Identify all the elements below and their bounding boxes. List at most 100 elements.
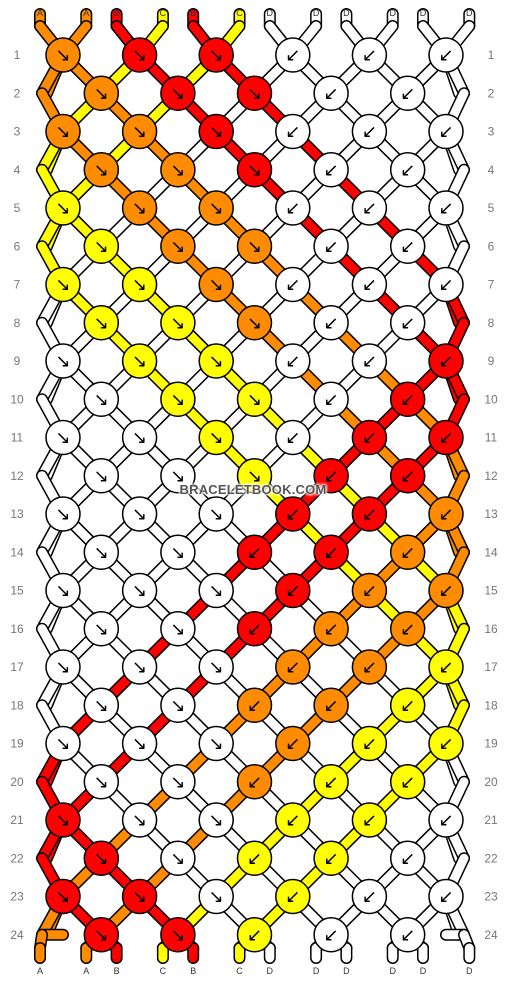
knot: ↙ [236,917,273,953]
arrow-down-left-icon: ↙ [438,657,453,678]
arrow-down-left-icon: ↙ [324,925,339,946]
knot: ↘ [236,305,273,341]
arrow-down-right-icon: ↘ [209,504,224,525]
arrow-down-left-icon: ↙ [362,45,377,66]
arrow-down-left-icon: ↙ [400,236,415,257]
row-number-right: 16 [484,622,498,636]
arrow-down-right-icon: ↘ [94,772,109,793]
knot: ↘ [198,190,234,226]
row-number-left: 21 [10,813,24,827]
arrow-down-right-icon: ↘ [247,83,262,104]
knot: ↘ [45,113,81,150]
knot: ↙ [275,419,311,456]
row-number-left: 12 [10,469,24,483]
arrow-down-left-icon: ↙ [324,236,339,257]
arrow-down-left-icon: ↙ [285,734,300,755]
knot: ↘ [198,725,234,762]
arrow-down-right-icon: ↘ [170,83,185,104]
knot: ↙ [275,343,311,379]
arrow-down-left-icon: ↙ [400,695,415,716]
knot: ↙ [313,381,349,417]
arrow-down-right-icon: ↘ [55,198,70,219]
knot: ↘ [198,266,234,303]
arrow-down-left-icon: ↙ [438,504,453,525]
arrow-down-right-icon: ↘ [55,428,70,449]
arrow-down-left-icon: ↙ [400,619,415,640]
arrow-down-left-icon: ↙ [362,657,377,678]
arrow-down-left-icon: ↙ [400,925,415,946]
knot: ↙ [275,496,311,532]
string-label-bottom: D [420,966,427,976]
arrow-down-right-icon: ↘ [209,122,224,143]
knot: ↙ [275,878,311,915]
arrow-down-left-icon: ↙ [400,848,415,869]
knot: ↙ [428,343,464,379]
row-number-left: 11 [11,431,24,445]
knot: ↙ [236,611,273,647]
knot: ↘ [83,458,120,494]
row-number-right: 8 [488,316,495,330]
arrow-down-right-icon: ↘ [209,428,224,449]
row-number-right: 14 [484,545,498,559]
arrow-down-right-icon: ↘ [170,542,185,563]
knot: ↘ [121,572,158,609]
knot: ↙ [428,802,464,838]
row-number-left: 24 [10,928,24,942]
arrow-down-right-icon: ↘ [247,236,262,257]
knot: ↘ [45,496,81,532]
arrow-down-right-icon: ↘ [247,313,262,334]
knot: ↙ [313,458,349,494]
knot: ↘ [121,190,158,226]
knot: ↘ [160,458,196,494]
arrow-down-right-icon: ↘ [132,657,147,678]
knot: ↙ [389,458,426,494]
knot: ↘ [198,113,234,150]
string-label-bottom: D [466,966,473,976]
row-number-right: 7 [488,278,495,292]
arrow-down-left-icon: ↙ [247,695,262,716]
row-number-left: 3 [14,125,21,139]
knot: ↘ [83,75,120,111]
row-number-right: 15 [484,584,498,598]
knot: ↙ [236,764,273,800]
string-label-top: D [313,8,320,18]
knot: ↘ [198,649,234,685]
knot: ↙ [275,572,311,609]
knot: ↙ [389,611,426,647]
knot: ↙ [428,113,464,150]
arrow-down-right-icon: ↘ [170,466,185,487]
row-number-right: 19 [484,737,498,751]
row-number-left: 16 [10,622,24,636]
knot: ↙ [389,534,426,570]
arrow-down-left-icon: ↙ [438,734,453,755]
row-number-right: 10 [484,392,498,406]
knot: ↘ [83,152,120,188]
row-number-right: 3 [488,125,495,139]
row-number-right: 20 [484,775,498,789]
knot: ↘ [160,152,196,188]
arrow-down-left-icon: ↙ [362,198,377,219]
arrow-down-left-icon: ↙ [285,198,300,219]
knot: ↙ [313,534,349,570]
knot: ↙ [313,764,349,800]
knot: ↙ [313,687,349,723]
knot: ↙ [351,572,388,609]
knot: ↙ [351,113,388,150]
arrow-down-right-icon: ↘ [94,466,109,487]
arrow-down-left-icon: ↙ [247,619,262,640]
arrow-down-left-icon: ↙ [285,351,300,372]
arrow-down-left-icon: ↙ [362,351,377,372]
knot: ↙ [313,840,349,876]
knot: ↘ [45,190,81,226]
arrow-down-right-icon: ↘ [209,45,224,66]
arrow-down-right-icon: ↘ [94,542,109,563]
row-number-left: 22 [10,851,24,865]
arrow-down-right-icon: ↘ [132,504,147,525]
arrow-down-left-icon: ↙ [438,887,453,908]
knot: ↘ [236,228,273,264]
row-number-right: 6 [488,239,495,253]
knot: ↘ [83,917,120,953]
knot: ↘ [45,878,81,915]
arrow-down-right-icon: ↘ [247,160,262,181]
